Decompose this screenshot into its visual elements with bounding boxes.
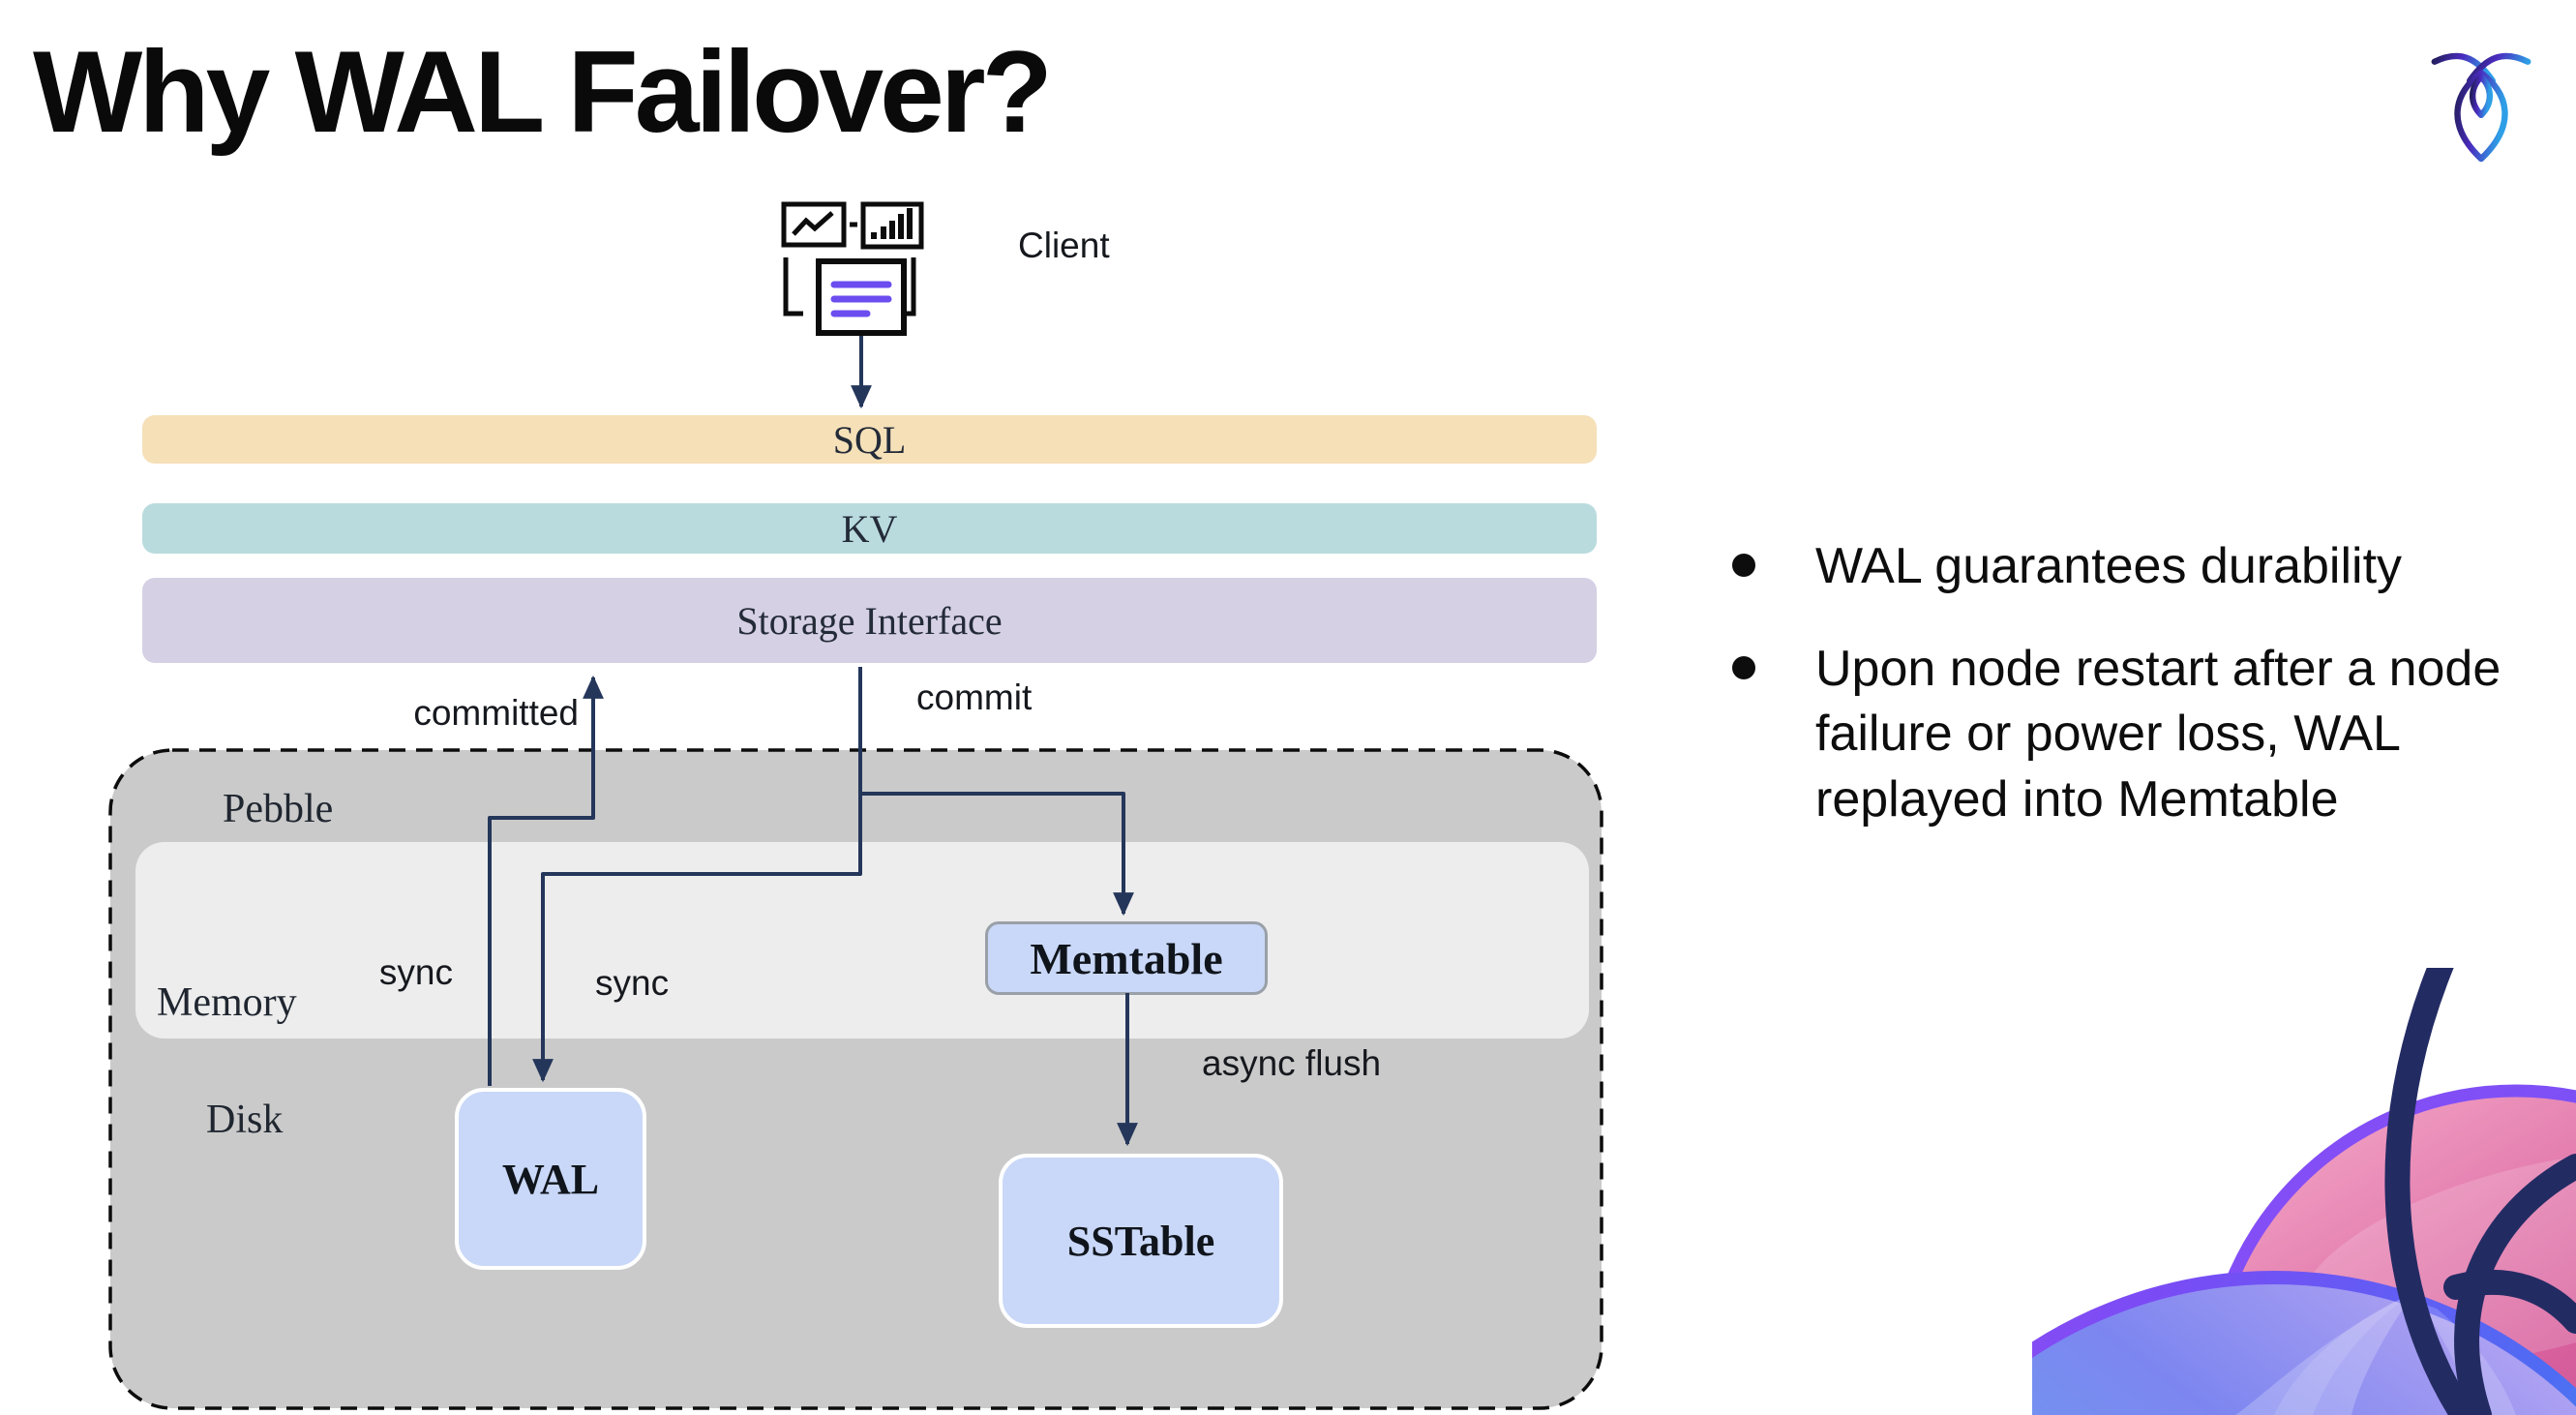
shell-vein-lines bbox=[2384, 968, 2576, 1415]
bullet-text: WAL guarantees durability bbox=[1815, 538, 2403, 594]
list-item: WAL guarantees durability bbox=[1732, 534, 2564, 600]
memtable-box: Memtable bbox=[985, 921, 1268, 995]
wal-box-label: WAL bbox=[501, 1155, 600, 1203]
memory-label: Memory bbox=[157, 980, 297, 1025]
memtable-box-label: Memtable bbox=[1030, 933, 1223, 983]
bullet-dot-icon bbox=[1732, 554, 1755, 577]
document-lines-glyph bbox=[830, 281, 892, 317]
cockroach-brand-illustration bbox=[2032, 968, 2576, 1415]
page-title: Why WAL Failover? bbox=[33, 27, 1053, 157]
layer-sql-label: SQL bbox=[832, 417, 907, 462]
layer-storage-interface: Storage Interface bbox=[142, 578, 1597, 663]
sync-up-edge-label: sync bbox=[378, 952, 453, 992]
bullet-dot-icon bbox=[1732, 655, 1755, 679]
memory-region bbox=[135, 842, 1589, 1039]
sync-down-edge-label: sync bbox=[595, 963, 670, 1003]
layer-kv: KV bbox=[142, 503, 1597, 554]
disk-label: Disk bbox=[206, 1098, 284, 1142]
layer-sql: SQL bbox=[142, 415, 1597, 464]
bullet-list: WAL guarantees durability Upon node rest… bbox=[1732, 534, 2564, 869]
cockroachdb-logo-icon bbox=[2431, 52, 2531, 163]
wal-box: WAL bbox=[455, 1088, 646, 1270]
sstable-box-label: SSTable bbox=[1066, 1217, 1215, 1265]
bullet-text: Upon node restart after a node failure o… bbox=[1815, 640, 2501, 828]
commit-edge-label: commit bbox=[916, 677, 1033, 717]
client-label: Client bbox=[1018, 226, 1110, 265]
async-flush-edge-label: async flush bbox=[1202, 1043, 1382, 1083]
sstable-box: SSTable bbox=[999, 1154, 1283, 1328]
client-workstation-icon bbox=[781, 201, 924, 336]
committed-edge-label: committed bbox=[413, 693, 579, 733]
layer-storage-label: Storage Interface bbox=[736, 598, 1003, 643]
bar-chart-glyph bbox=[871, 208, 913, 239]
layer-kv-label: KV bbox=[841, 506, 898, 551]
line-chart-glyph bbox=[792, 211, 834, 236]
pebble-label: Pebble bbox=[223, 787, 334, 831]
list-item: Upon node restart after a node failure o… bbox=[1732, 637, 2564, 833]
